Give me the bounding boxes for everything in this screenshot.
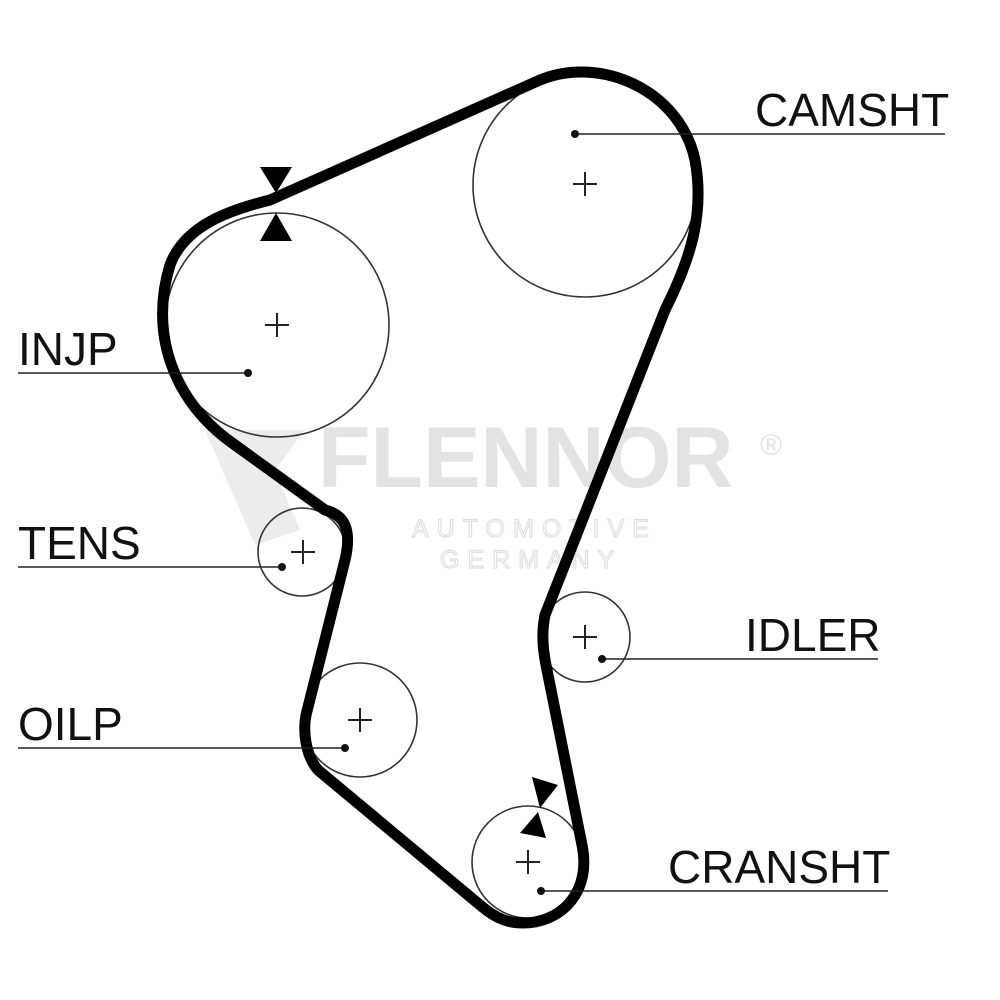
injection-pump-leader xyxy=(18,369,252,377)
watermark-registered: ® xyxy=(760,429,782,462)
oil-pump-leader xyxy=(18,744,349,752)
tensioner-center-crosshair-icon xyxy=(291,540,315,564)
watermark: FLENNOR ® AUTOMOTIVE GERMANY xyxy=(205,410,782,575)
camshaft-leader xyxy=(571,130,945,138)
crankshaft-center-crosshair-icon xyxy=(516,850,540,874)
crankshaft-label: CRANSHT xyxy=(668,841,890,893)
triangle-up-icon xyxy=(520,812,546,838)
tensioner-leader xyxy=(18,563,286,571)
triangle-down-icon xyxy=(260,167,292,193)
camshaft-timing-mark xyxy=(260,167,292,241)
camshaft-center-crosshair-icon xyxy=(573,172,597,196)
triangle-up-icon xyxy=(260,213,292,241)
watermark-brand: FLENNOR xyxy=(318,410,734,506)
triangle-down-icon xyxy=(532,777,558,808)
watermark-line2: GERMANY xyxy=(440,546,622,574)
crankshaft-leader xyxy=(537,887,888,895)
idler-leader xyxy=(598,655,878,663)
idler-label: IDLER xyxy=(745,609,880,661)
tensioner-label: TENS xyxy=(18,517,141,569)
injection-pump-center-crosshair-icon xyxy=(265,313,289,337)
injection-pump-label: INJP xyxy=(18,323,118,375)
oil-pump-center-crosshair-icon xyxy=(348,708,372,732)
oil-pump-label: OILP xyxy=(18,698,123,750)
watermark-logo-icon xyxy=(205,430,305,545)
watermark-line1: AUTOMOTIVE xyxy=(412,515,657,543)
idler-center-crosshair-icon xyxy=(573,625,597,649)
crankshaft-timing-mark xyxy=(520,777,558,838)
timing-belt xyxy=(157,66,704,929)
camshaft-label: CAMSHT xyxy=(755,84,949,136)
